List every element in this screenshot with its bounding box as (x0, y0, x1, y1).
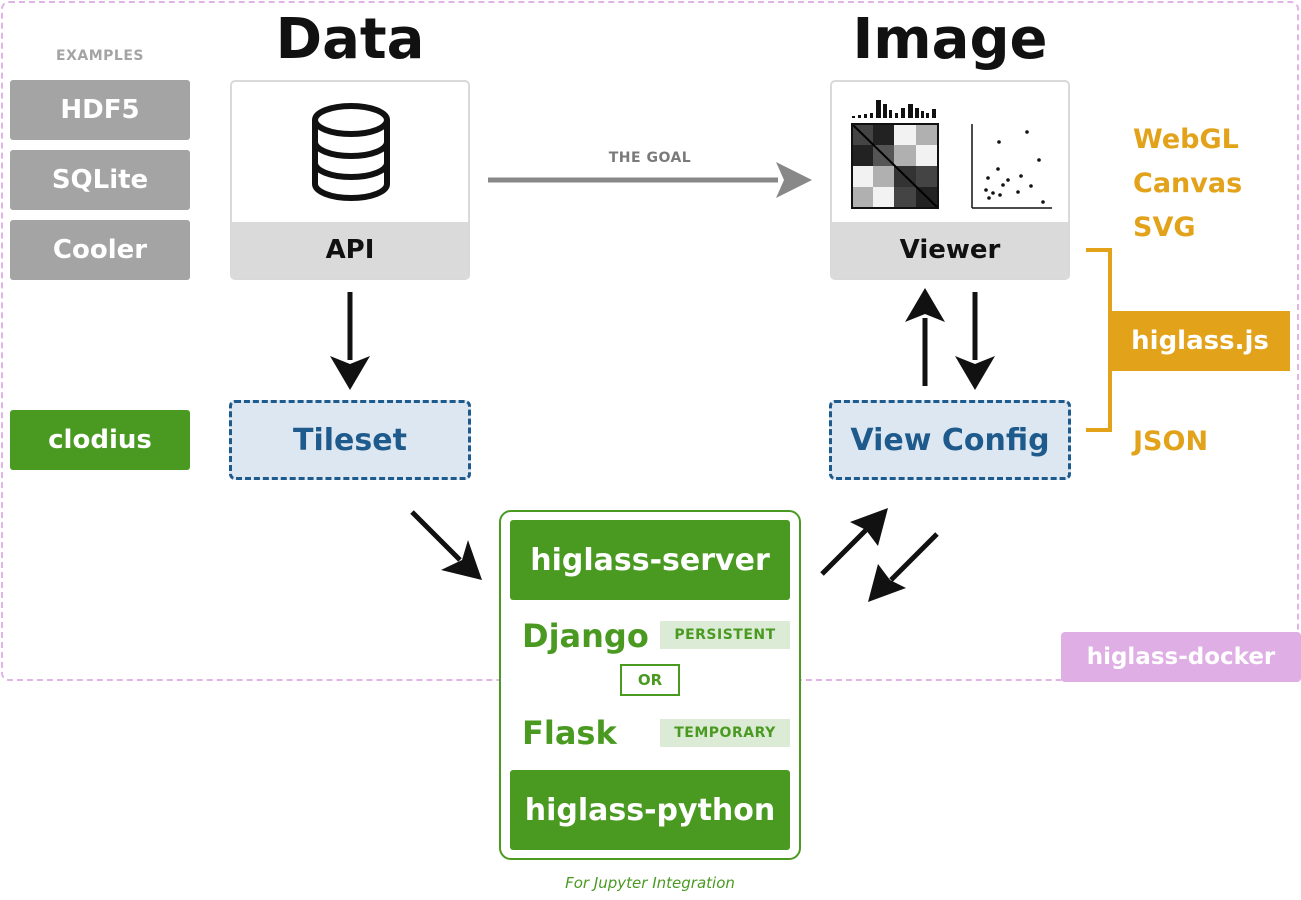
temporary-tag: TEMPORARY (660, 719, 790, 747)
flask-label: Flask (522, 714, 617, 752)
tileset-to-server-arrow (410, 510, 482, 580)
renderer-webgl: WebGL (1133, 124, 1239, 155)
json-label: JSON (1133, 426, 1209, 457)
viewconfig-to-server-arrow (868, 532, 939, 602)
examples-caption: EXAMPLES (56, 48, 144, 64)
higlassjs-label: higlass.js (1110, 311, 1290, 371)
viewer-to-viewconfig-arrow (955, 292, 995, 390)
image-title: Image (852, 7, 1048, 72)
renderer-svg: SVG (1133, 212, 1196, 243)
example-cooler: Cooler (10, 220, 190, 280)
data-title: Data (275, 7, 425, 72)
higlassjs-bracket (1086, 248, 1112, 432)
higlass-server-box: higlass-server (510, 520, 790, 600)
server-to-viewconfig-arrow (820, 508, 888, 576)
heatmap-scatter-icon (851, 100, 1052, 209)
higlass-python-box: higlass-python (510, 770, 790, 850)
higlass-docker-label: higlass-docker (1061, 632, 1301, 682)
django-label: Django (522, 617, 649, 655)
viewconfig-to-viewer-arrow (905, 288, 945, 386)
clodius-label: clodius (10, 410, 190, 470)
goal-label: THE GOAL (608, 150, 692, 166)
renderer-canvas: Canvas (1133, 168, 1243, 199)
api-card: API (230, 80, 470, 280)
or-box: OR (620, 664, 680, 696)
example-hdf5: HDF5 (10, 80, 190, 140)
api-label: API (232, 222, 468, 278)
example-sqlite: SQLite (10, 150, 190, 210)
api-to-tileset-arrow (330, 292, 370, 390)
viewer-card: Viewer (830, 80, 1070, 280)
tileset-box: Tileset (229, 400, 471, 480)
view-config-box: View Config (829, 400, 1071, 480)
database-icon (312, 103, 390, 201)
persistent-tag: PERSISTENT (660, 621, 790, 649)
viewer-label: Viewer (832, 222, 1068, 278)
goal-arrow (488, 162, 812, 198)
jupyter-footnote: For Jupyter Integration (565, 874, 735, 892)
